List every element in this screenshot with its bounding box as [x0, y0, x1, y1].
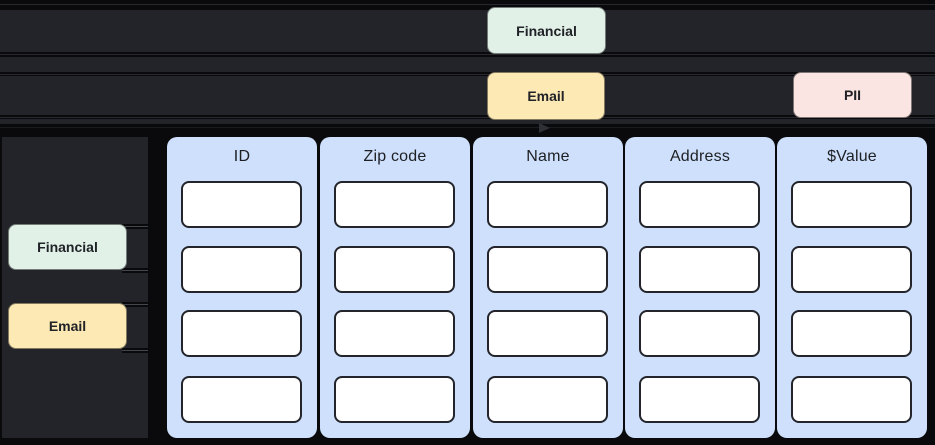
table-cell[interactable]: [791, 246, 912, 293]
table-cell[interactable]: [334, 246, 455, 293]
table-cell[interactable]: [334, 376, 455, 423]
row-separator-line: [0, 117, 935, 118]
table-cell[interactable]: [639, 246, 760, 293]
column-panel-name: Name: [473, 137, 623, 438]
tag-pii-top[interactable]: PII: [793, 72, 912, 118]
row-separator-line: [122, 224, 148, 229]
table-cell[interactable]: [181, 181, 302, 228]
column-panel-zip-code: Zip code: [320, 137, 470, 438]
table-cell[interactable]: [487, 376, 608, 423]
tag-label: Email: [48, 318, 87, 334]
row-band-4: [0, 119, 935, 124]
table-cell[interactable]: [639, 181, 760, 228]
table-cell[interactable]: [791, 310, 912, 357]
column-panel-address: Address: [625, 137, 775, 438]
column-header: ID: [233, 148, 251, 165]
row-edge-line: [0, 4, 935, 5]
tag-email-sidebar[interactable]: Email: [8, 303, 127, 349]
column-header: Name: [526, 148, 570, 165]
tag-label: Financial: [37, 239, 98, 255]
table-cell[interactable]: [181, 376, 302, 423]
table-cell[interactable]: [334, 310, 455, 357]
column-header: $Value: [827, 148, 877, 165]
row-band-1: [0, 10, 935, 52]
tag-label: PII: [843, 87, 862, 103]
table-cell[interactable]: [639, 310, 760, 357]
column-header: Address: [669, 148, 731, 165]
tag-email-top[interactable]: Email: [487, 72, 605, 120]
table-cell[interactable]: [487, 181, 608, 228]
row-separator-line: [122, 302, 148, 307]
table-cell[interactable]: [639, 376, 760, 423]
column-panel-id: ID: [167, 137, 317, 438]
table-cell[interactable]: [487, 246, 608, 293]
row-edge-line: [0, 127, 935, 128]
row-separator-line: [122, 348, 148, 353]
row-separator-line: [122, 268, 148, 273]
table-cell[interactable]: [181, 310, 302, 357]
mouse-cursor-icon: [539, 123, 550, 133]
row-separator-line: [0, 74, 935, 75]
table-cell[interactable]: [334, 181, 455, 228]
row-band-3: [0, 76, 935, 115]
table-cell[interactable]: [487, 310, 608, 357]
row-band-2: [0, 57, 935, 72]
row-separator-line: [0, 54, 935, 55]
tag-label: Financial: [516, 22, 577, 39]
column-header: Zip code: [363, 148, 427, 165]
tag-label: Email: [527, 88, 565, 104]
sidebar-panel: Financial Email: [2, 137, 148, 438]
table-cell[interactable]: [181, 246, 302, 293]
tag-financial-top[interactable]: Financial: [487, 7, 606, 54]
column-panel-value: $Value: [777, 137, 927, 438]
tag-financial-sidebar[interactable]: Financial: [8, 224, 127, 270]
table-cell[interactable]: [791, 376, 912, 423]
table-cell[interactable]: [791, 181, 912, 228]
